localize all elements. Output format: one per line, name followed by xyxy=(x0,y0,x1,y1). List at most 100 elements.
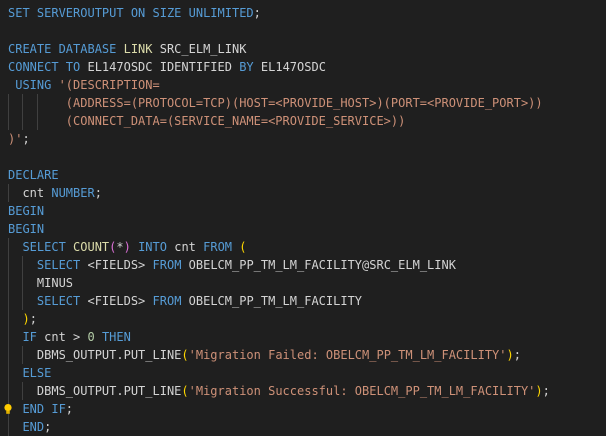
code-line[interactable]: DBMS_OUTPUT.PUT_LINE('Migration Successf… xyxy=(8,382,550,400)
code-token: OBELCM_PP_TM_LM_FACILITY@SRC_ELM_LINK xyxy=(188,258,456,272)
indent-guide xyxy=(8,274,9,292)
indent-guide xyxy=(8,238,9,256)
code-token: cnt xyxy=(174,240,204,254)
indent-guide xyxy=(22,94,24,112)
code-token xyxy=(8,312,22,326)
code-token: )' xyxy=(8,132,23,146)
code-token: <FIELDS> xyxy=(87,294,153,308)
code-line[interactable]: BEGIN xyxy=(8,202,550,220)
code-token: INTO xyxy=(130,240,175,254)
code-line[interactable]: SELECT <FIELDS> FROM OBELCM_PP_TM_LM_FAC… xyxy=(8,292,550,310)
code-token: EL147OSDC IDENTIFIED xyxy=(87,60,240,74)
code-line[interactable]: CREATE DATABASE LINK SRC_ELM_LINK xyxy=(8,40,550,58)
code-token: ) xyxy=(123,240,131,254)
code-line[interactable]: (CONNECT_DATA=(SERVICE_NAME=<PROVIDE_SER… xyxy=(8,112,550,130)
code-token: ( xyxy=(109,240,117,254)
code-token: MINUS xyxy=(8,276,74,290)
code-token: ON SIZE UNLIMITED xyxy=(130,6,254,20)
code-token: cnt xyxy=(8,186,52,200)
indent-guide xyxy=(22,256,24,274)
code-token: ; xyxy=(513,348,521,362)
code-token: FROM xyxy=(152,294,189,308)
code-line[interactable]: END IF; xyxy=(4,400,550,418)
code-token: ( xyxy=(239,240,247,254)
code-token: ) xyxy=(535,384,543,398)
indent-guide xyxy=(8,346,9,364)
code-token: <FIELDS> xyxy=(87,258,153,272)
code-token: 'Migration Successful: OBELCM_PP_TM_LM_F… xyxy=(188,384,536,398)
code-token: ) xyxy=(22,312,30,326)
indent-guide xyxy=(8,418,9,436)
code-line[interactable]: (ADDRESS=(PROTOCOL=TCP)(HOST=<PROVIDE_HO… xyxy=(8,94,550,112)
code-token: SELECT xyxy=(8,240,74,254)
code-token: BEGIN xyxy=(8,204,45,218)
code-line[interactable]: BEGIN xyxy=(8,220,550,238)
indent-guide xyxy=(22,292,24,310)
code-token: ( xyxy=(181,348,189,362)
code-token: END IF xyxy=(8,402,66,416)
code-token: FROM xyxy=(203,240,240,254)
indent-guide xyxy=(22,112,24,130)
code-token: BEGIN xyxy=(8,222,45,236)
code-token: COUNT xyxy=(73,240,110,254)
code-line[interactable]: cnt NUMBER; xyxy=(8,184,550,202)
indent-guide xyxy=(22,346,24,364)
indent-guide xyxy=(8,328,9,346)
code-token: ; xyxy=(29,312,37,326)
code-token: FROM xyxy=(152,258,189,272)
code-line[interactable]: SET SERVEROUTPUT ON SIZE UNLIMITED; xyxy=(8,4,550,22)
code-token: BY xyxy=(239,60,261,74)
indent-guide xyxy=(8,256,9,274)
code-token: DECLARE xyxy=(8,168,59,182)
code-token: ; xyxy=(542,384,550,398)
code-line[interactable] xyxy=(8,22,550,40)
code-line[interactable]: END; xyxy=(8,418,550,436)
code-line[interactable]: ELSE xyxy=(8,364,550,382)
code-token: OBELCM_PP_TM_LM_FACILITY xyxy=(188,294,363,308)
code-line[interactable]: SELECT COUNT(*) INTO cnt FROM ( xyxy=(8,238,550,256)
code-line[interactable]: CONNECT TO EL147OSDC IDENTIFIED BY EL147… xyxy=(8,58,550,76)
code-token: ) xyxy=(506,348,514,362)
code-token: ; xyxy=(22,132,30,146)
code-token: (CONNECT_DATA=(SERVICE_NAME=<PROVIDE_SER… xyxy=(8,114,406,128)
lightbulb-icon[interactable] xyxy=(2,403,14,415)
code-token: DBMS_OUTPUT.PUT_LINE xyxy=(8,348,182,362)
indent-guide xyxy=(36,94,38,112)
code-token: ( xyxy=(181,384,189,398)
code-token: '(DESCRIPTION= xyxy=(58,78,160,92)
code-token: cnt > xyxy=(44,330,88,344)
code-line[interactable]: MINUS xyxy=(8,274,550,292)
code-token: SRC_ELM_LINK xyxy=(152,42,247,56)
code-token: CREATE DATABASE xyxy=(8,42,124,56)
code-token: ; xyxy=(44,420,52,434)
code-line[interactable]: DBMS_OUTPUT.PUT_LINE('Migration Failed: … xyxy=(8,346,550,364)
code-line[interactable]: ); xyxy=(8,310,550,328)
indent-guide xyxy=(8,310,9,328)
code-token: END xyxy=(8,420,45,434)
code-line[interactable] xyxy=(8,148,550,166)
code-token: THEN xyxy=(94,330,131,344)
indent-guide xyxy=(22,382,24,400)
code-line[interactable]: SELECT <FIELDS> FROM OBELCM_PP_TM_LM_FAC… xyxy=(8,256,550,274)
code-token: DBMS_OUTPUT.PUT_LINE xyxy=(8,384,182,398)
indent-guide xyxy=(8,292,9,310)
indent-guide xyxy=(8,94,9,112)
code-token: ; xyxy=(94,186,102,200)
code-token: SELECT xyxy=(8,258,88,272)
indent-guide xyxy=(8,364,9,382)
indent-guide xyxy=(8,112,9,130)
indent-guide xyxy=(8,184,9,202)
code-line[interactable]: )'; xyxy=(8,130,550,148)
code-area[interactable]: SET SERVEROUTPUT ON SIZE UNLIMITED; CREA… xyxy=(4,4,550,436)
code-line[interactable]: USING '(DESCRIPTION= xyxy=(8,76,550,94)
code-token: ELSE xyxy=(8,366,52,380)
code-line[interactable]: IF cnt > 0 THEN xyxy=(8,328,550,346)
code-token: * xyxy=(116,240,124,254)
code-token: LINK xyxy=(123,42,153,56)
code-line[interactable]: DECLARE xyxy=(8,166,550,184)
code-token: 'Migration Failed: OBELCM_PP_TM_LM_FACIL… xyxy=(188,348,507,362)
code-token: NUMBER xyxy=(51,186,95,200)
code-token: SET SERVEROUTPUT xyxy=(8,6,131,20)
code-token: ; xyxy=(65,402,74,416)
